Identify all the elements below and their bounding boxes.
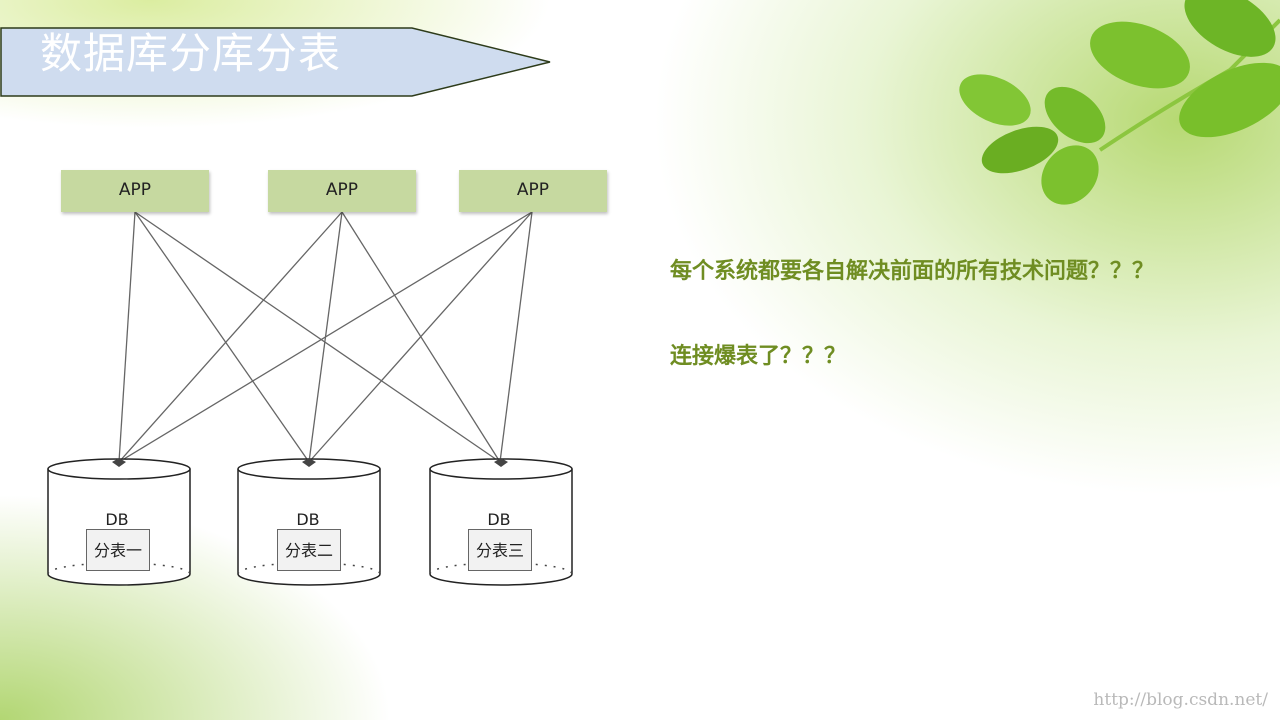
slide-title: 数据库分库分表: [40, 29, 342, 78]
app-node: APP: [459, 170, 607, 212]
connection-line: [308, 211, 533, 463]
watermark: http://blog.csdn.net/: [1093, 690, 1268, 710]
connection-line: [118, 211, 343, 463]
title-banner: [0, 27, 551, 97]
table-shard: 分表一: [86, 529, 150, 571]
db-label: DB: [487, 510, 511, 529]
db-label: DB: [296, 510, 320, 529]
connection-line: [118, 211, 136, 463]
database-cylinder: [429, 458, 573, 586]
connection-line: [499, 211, 533, 463]
table-shard: 分表三: [468, 529, 532, 571]
leaf-icon: [959, 0, 1280, 205]
note-text: 连接爆表了？？？: [670, 344, 847, 369]
connection-line: [134, 211, 501, 463]
note-text: 每个系统都要各自解决前面的所有技术问题？？？: [670, 259, 1155, 284]
app-node: APP: [268, 170, 416, 212]
database-cylinder: [47, 458, 191, 586]
app-node: APP: [61, 170, 209, 212]
table-shard: 分表二: [277, 529, 341, 571]
connection-line: [118, 211, 533, 463]
db-label: DB: [105, 510, 129, 529]
architecture-diagram: [47, 211, 573, 586]
connection-line: [134, 211, 310, 463]
